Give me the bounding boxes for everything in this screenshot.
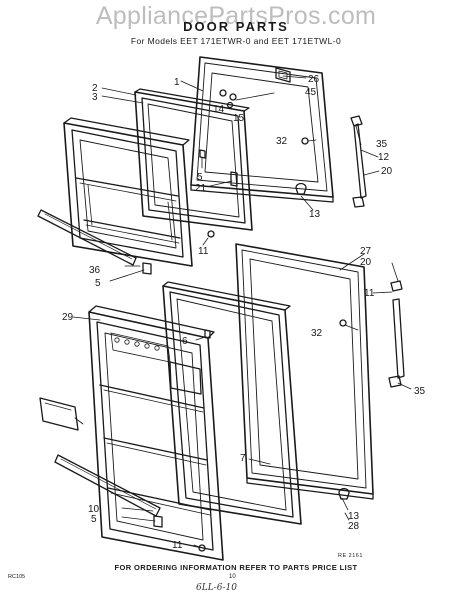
handle-upper-part-12 xyxy=(350,115,367,208)
callout-1: 1 xyxy=(174,77,180,88)
bumper-part-13-upper xyxy=(295,182,307,195)
handle-lower-part-12 xyxy=(388,280,405,388)
callout-32-lower: 32 xyxy=(311,328,323,339)
callout-21: 21 xyxy=(195,183,207,194)
bracket-part-26 xyxy=(275,67,291,83)
callout-12-upper: 12 xyxy=(378,152,390,163)
butter-compartment-door xyxy=(39,397,79,431)
callout-36: 36 xyxy=(89,265,101,276)
callout-28: 28 xyxy=(348,521,360,532)
screw-part-11-lower xyxy=(198,544,206,552)
ordering-footer: FOR ORDERING INFORMATION REFER TO PARTS … xyxy=(114,563,358,572)
watermark: AppliancePartsPros.com xyxy=(95,2,377,30)
callout-13-upper: 13 xyxy=(309,209,321,220)
bumper-part-13-lower xyxy=(338,487,350,500)
fresh-food-door-panel-part-27 xyxy=(235,243,374,500)
callout-2: 2 xyxy=(92,83,98,94)
freezer-gasket-part-2-3 xyxy=(134,88,253,231)
callout-10: 10 xyxy=(88,504,100,515)
callout-12-lower: 11 xyxy=(364,288,375,299)
callout-15: 15 xyxy=(233,113,245,124)
callout-leader-lines xyxy=(72,75,412,548)
callout-6-upper: 5 xyxy=(197,172,203,183)
callout-35-lower: 35 xyxy=(414,386,426,397)
callout-5-lower: 5 xyxy=(91,514,97,525)
callout-45: 45 xyxy=(305,87,317,98)
screw-part-32-lower xyxy=(339,319,347,327)
screw-part-32-upper xyxy=(301,137,309,145)
clip-part-6-upper xyxy=(199,149,206,159)
handwritten-note: 6LL-6-10 xyxy=(196,583,237,593)
clip-part-5-lower xyxy=(153,515,163,528)
diagram-title: DOOR PARTS xyxy=(183,19,289,34)
callout-14: 14 xyxy=(213,104,225,115)
callout-20-upper: 20 xyxy=(381,166,393,177)
diagram-subtitle: For Models EET 171ETWR-0 and EET 171ETWL… xyxy=(130,36,342,46)
screw-part-11-upper xyxy=(207,230,215,238)
callout-7: 7 xyxy=(240,453,246,464)
clip-part-5-upper xyxy=(142,262,152,275)
diagram-code: RE 2161 xyxy=(338,553,363,559)
callout-6-lower: 6 xyxy=(182,336,188,347)
fresh-food-door-liner-part-29 xyxy=(88,305,224,561)
fresh-food-gasket-part-7 xyxy=(162,281,302,525)
freezer-door-liner xyxy=(63,117,193,267)
callout-35-upper: 35 xyxy=(376,139,388,150)
callout-26: 26 xyxy=(308,74,320,85)
callout-11-upper: 11 xyxy=(198,246,209,257)
callout-20-lower: 20 xyxy=(360,257,372,268)
callout-29: 29 xyxy=(62,312,74,323)
callout-labels: 1 2 3 26 45 14 15 32 35 12 20 5 21 13 11… xyxy=(62,74,426,551)
callout-11-lower: 11 xyxy=(172,540,183,551)
callout-32-upper: 32 xyxy=(276,136,288,147)
hinge-part-21 xyxy=(230,171,238,187)
callout-27: 27 xyxy=(360,246,372,257)
callout-5-upper: 5 xyxy=(95,278,101,289)
callout-3: 3 xyxy=(92,92,98,103)
page-number: 10 xyxy=(229,574,236,580)
callout-13-lower: 13 xyxy=(348,511,360,522)
shelf-rail-part-36 xyxy=(37,209,137,266)
publication-code: RC105 xyxy=(8,574,26,580)
